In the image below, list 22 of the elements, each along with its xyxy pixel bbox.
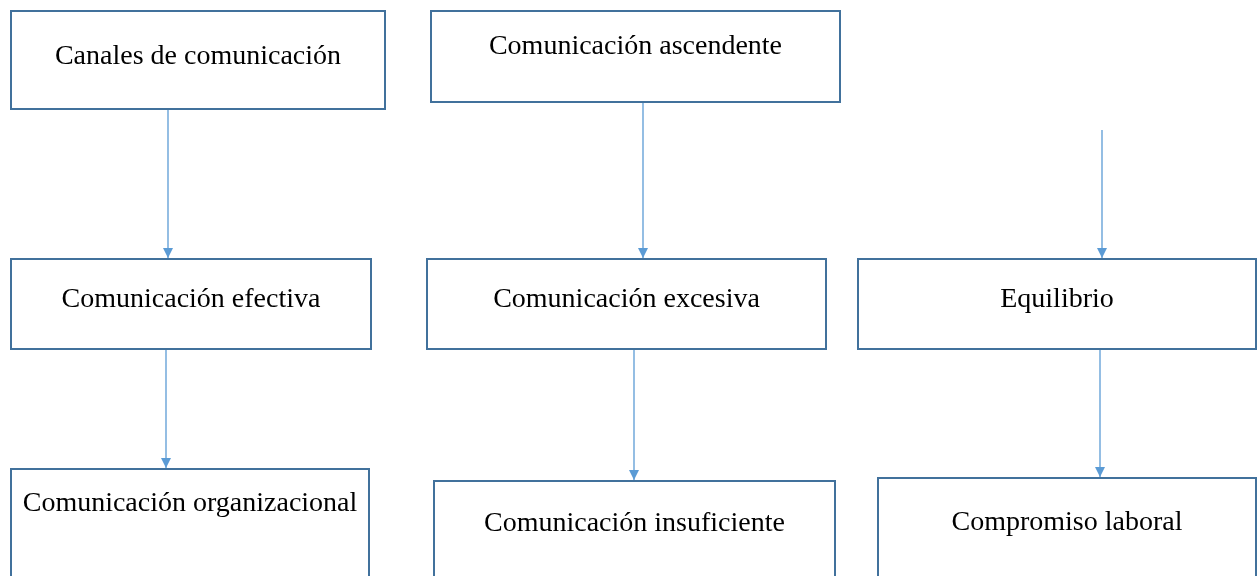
box-label: Compromiso laboral xyxy=(951,504,1183,538)
process-box xyxy=(10,468,370,576)
process-box xyxy=(426,258,827,350)
arrow xyxy=(163,109,173,259)
process-box xyxy=(877,477,1257,576)
process-box xyxy=(430,10,841,103)
process-box xyxy=(10,258,372,350)
arrow xyxy=(638,102,648,259)
process-box xyxy=(857,258,1257,350)
box-label: Canales de comunicación xyxy=(54,38,342,72)
arrow xyxy=(1095,349,1105,478)
arrow xyxy=(629,349,639,481)
process-box xyxy=(433,480,836,576)
box-label: Comunicación ascendente xyxy=(488,28,783,62)
box-label: Comunicación organizacional xyxy=(22,485,358,519)
arrow xyxy=(161,349,171,469)
box-label: Comunicación insuficiente xyxy=(484,505,785,539)
box-label: Comunicación efectiva xyxy=(61,281,321,315)
box-label: Equilibrio xyxy=(1000,281,1114,315)
process-box xyxy=(10,10,386,110)
box-label: Comunicación excesiva xyxy=(493,281,760,315)
arrow xyxy=(1097,129,1107,259)
